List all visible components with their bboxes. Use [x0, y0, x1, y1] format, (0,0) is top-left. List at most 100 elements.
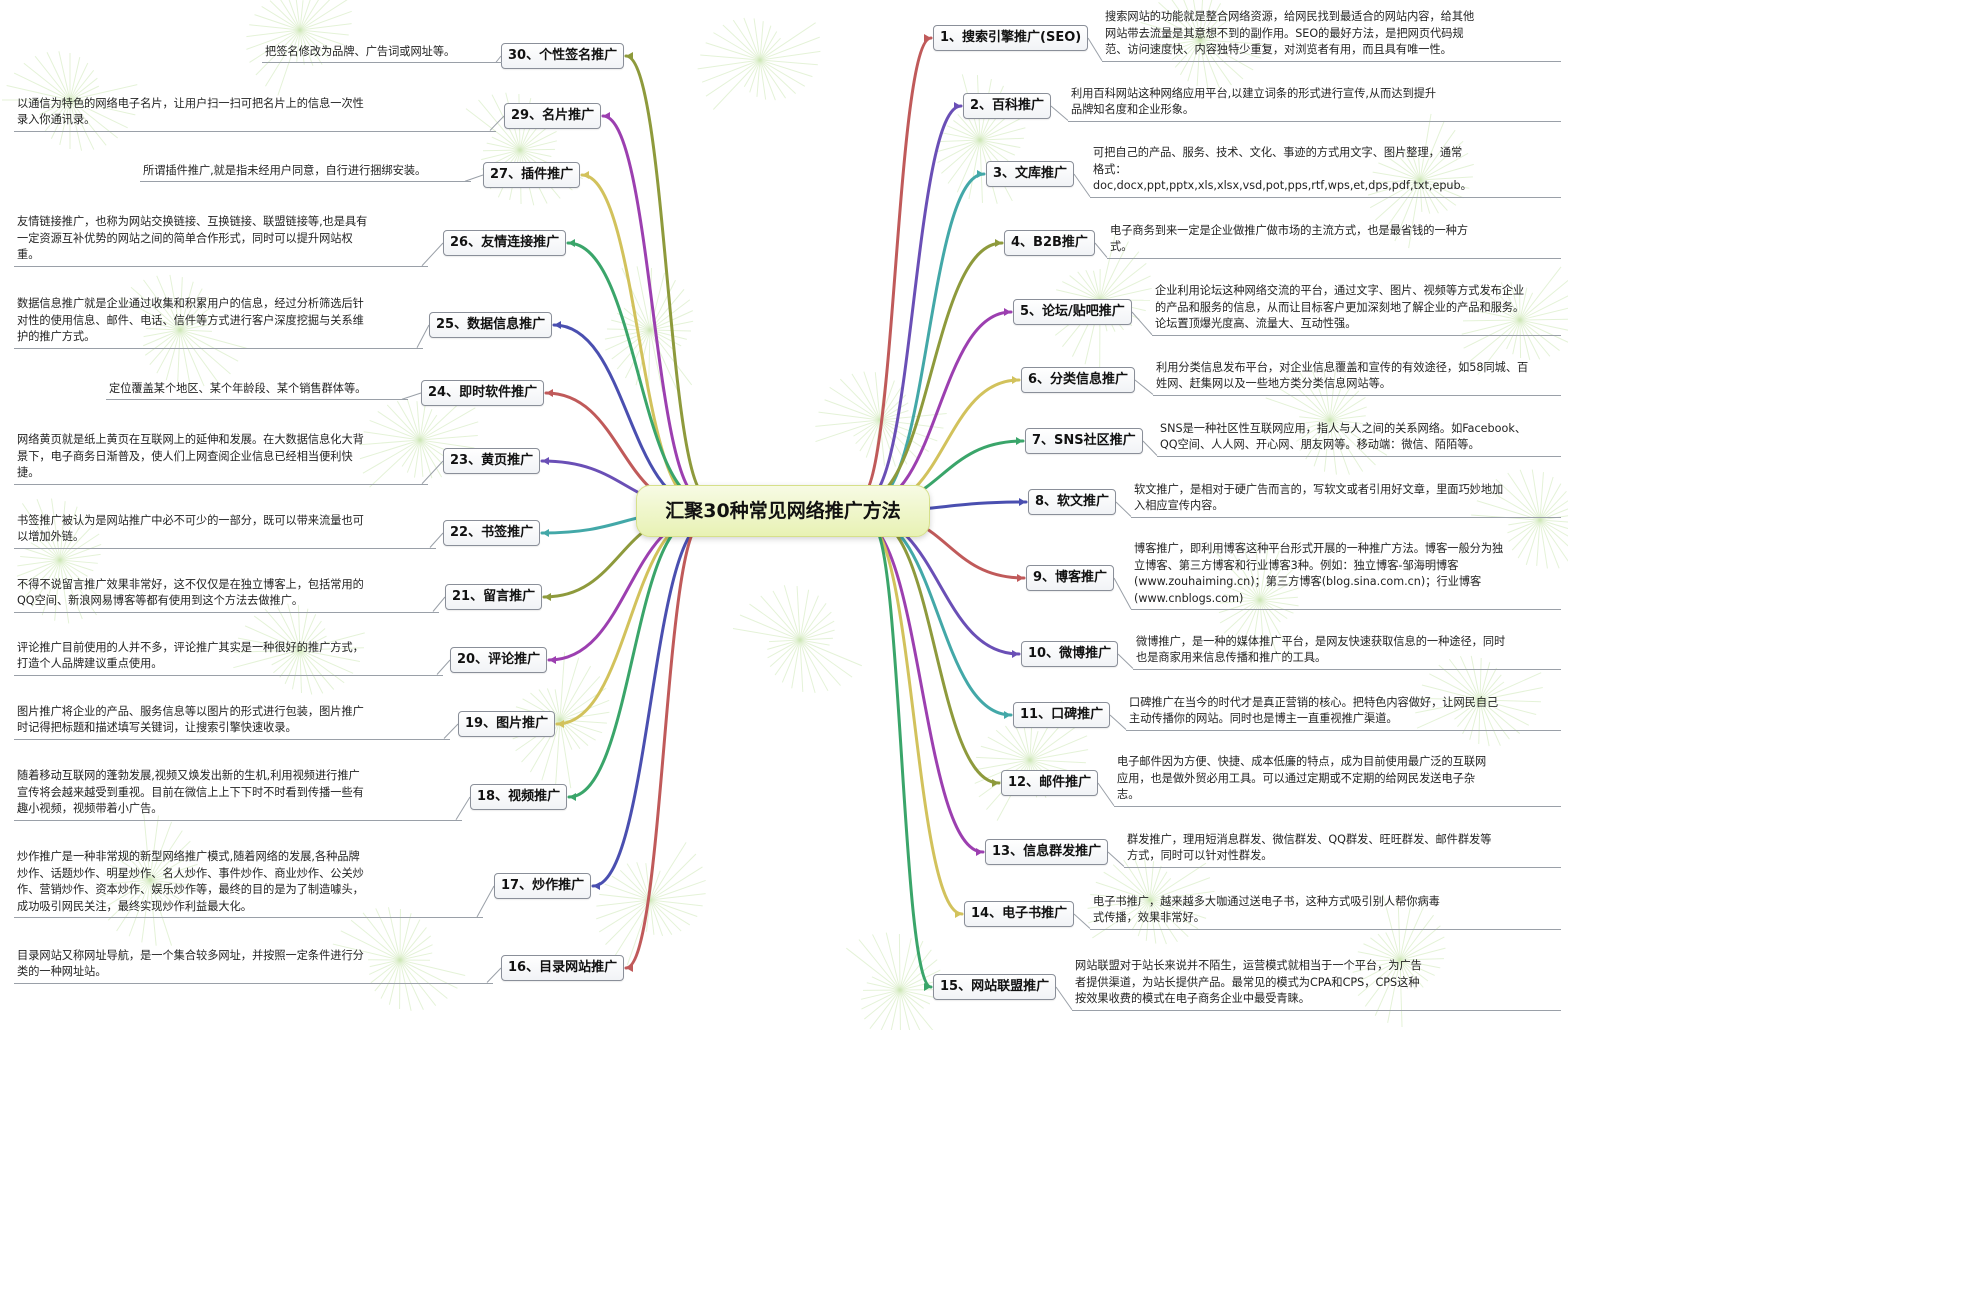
branch-node-left[interactable]: 18、视频推广	[470, 784, 568, 810]
connector-arrowhead	[544, 593, 551, 601]
connector-arrowhead	[546, 389, 553, 397]
branch-node-left[interactable]: 22、书签推广	[443, 520, 541, 546]
burst-decoration	[16, 498, 111, 624]
note-line: 电子邮件因为方便、快捷、成本低廉的特点，成为目前使用最广泛的互联网	[1117, 755, 1487, 769]
note-connector	[1055, 986, 1073, 1011]
branch-note-left: 图片推广将企业的产品、服务信息等以图片的形式进行包装，图片推广时记得把标题和描述…	[14, 704, 450, 740]
note-line: 景下，电子商务日渐普及，使人们上网查阅企业信息已经相当便利快	[17, 449, 353, 463]
branch-node-left[interactable]: 23、黄页推广	[443, 448, 541, 474]
note-line: 不得不说留言推广效果非常好，这不仅仅是在独立博客上，包括常用的	[17, 577, 364, 591]
branch-node-right[interactable]: 13、信息群发推广	[985, 839, 1109, 865]
central-topic[interactable]: 汇聚30种常见网络推广方法	[636, 485, 930, 537]
connector-arrowhead	[976, 848, 983, 856]
note-line: 评论推广目前使用的人并不多，评论推广其实是一种很好的推广方式，	[17, 640, 364, 654]
note-line: 的产品和服务的信息，从而让目标客户更加深刻地了解企业的产品和服务。	[1155, 300, 1525, 314]
branch-node-right[interactable]: 9、博客推广	[1026, 565, 1115, 591]
note-line: 时记得把标题和描述填写关键词，让搜索引擎快速收录。	[17, 721, 297, 734]
note-connector	[1073, 173, 1091, 198]
note-connector	[1107, 851, 1125, 867]
branch-node-right[interactable]: 4、B2B推广	[1004, 230, 1095, 256]
connector-arrowhead	[1004, 711, 1011, 719]
note-line: 目录网站又称网址导航，是一个集合较多网址，并按照一定条件进行分	[17, 948, 364, 962]
connector-arrowhead	[924, 983, 931, 991]
branch-node-left[interactable]: 24、即时软件推广	[421, 380, 545, 406]
branch-note-right: 微博推广，是一种的媒体推广平台，是网友快速获取信息的一种途径，同时也是商家用来信…	[1133, 634, 1561, 670]
connector-arrowhead	[1019, 498, 1026, 506]
branch-node-right[interactable]: 3、文库推广	[986, 161, 1075, 187]
note-connector	[421, 460, 444, 485]
branch-connector-left	[624, 521, 704, 970]
burst-decoration	[936, 74, 1026, 204]
note-line: 按效果收费的模式在电子商务企业中最受青睐。	[1075, 992, 1310, 1006]
note-connector	[401, 392, 422, 400]
note-line: 软文推广，是相对于硬广告而言的，写软文或者引用好文章，里面巧妙地加	[1134, 482, 1504, 496]
burst-decoration	[1415, 655, 1543, 747]
mind-map: 汇聚30种常见网络推广方法 1、搜索引擎推广(SEO) 搜索网站的功能就是整合网络…	[2, 0, 1568, 1030]
branch-node-right[interactable]: 12、邮件推广	[1001, 770, 1099, 796]
connector-arrowhead	[1012, 376, 1019, 384]
branch-note-right: 利用百科网站这种网络应用平台,以建立词条的形式进行宣传,从而达到提升品牌知名度和…	[1068, 86, 1561, 122]
connector-arrowhead	[626, 52, 633, 60]
branch-node-right[interactable]: 15、网站联盟推广	[933, 974, 1057, 1000]
note-line: 对性的使用信息、邮件、电话、信件等方式进行客户深度挖掘与关系维	[17, 313, 364, 327]
note-connector	[464, 174, 484, 182]
connector-arrowhead	[557, 720, 564, 728]
branch-note-right: 搜索网站的功能就是整合网络资源，给网民找到最适合的网站内容，给其他网站带去流量是…	[1102, 9, 1561, 62]
branch-node-left[interactable]: 27、插件推广	[483, 162, 581, 188]
note-connector	[1097, 782, 1115, 807]
branch-note-left: 炒作推广是一种非常规的新型网络推广模式,随着网络的发展,各种品牌炒作、话题炒作、…	[14, 849, 483, 918]
note-line: 炒作、话题炒作、明星炒作、名人炒作、事件炒作、商业炒作、公关炒	[17, 866, 364, 880]
burst-decoration	[2, 51, 138, 151]
branch-node-left[interactable]: 19、图片推广	[458, 711, 556, 737]
branch-node-right[interactable]: 11、口碑推广	[1013, 702, 1111, 728]
branch-node-left[interactable]: 20、评论推广	[450, 647, 548, 673]
connector-arrowhead	[549, 656, 556, 664]
branch-note-right: 企业利用论坛这种网络交流的平台，通过文字、图片、视频等方式发布企业的产品和服务的…	[1152, 283, 1561, 336]
burst-decoration	[846, 932, 941, 1030]
branch-node-right[interactable]: 6、分类信息推广	[1021, 367, 1136, 393]
branch-connector-right	[870, 523, 933, 989]
branch-node-left[interactable]: 21、留言推广	[445, 584, 543, 610]
branch-node-right[interactable]: 8、软文推广	[1028, 489, 1117, 515]
branch-note-right: 网站联盟对于站长来说并不陌生，运营模式就相当于一个平台，为广告者提供渠道，为站长…	[1072, 958, 1561, 1011]
note-line: 格式：	[1093, 162, 1127, 176]
connector-arrowhead	[593, 882, 600, 890]
note-line: 式。	[1110, 240, 1133, 253]
note-line: QQ空间、新浪网易博客等都有使用到这个方法去做推广。	[17, 594, 304, 607]
branch-node-right[interactable]: 7、SNS社区推广	[1025, 428, 1143, 454]
branch-note-right: 博客推广，即利用博客这种平台形式开展的一种推广方法。博客一般分为独立博客、第三方…	[1131, 541, 1561, 610]
branch-node-right[interactable]: 1、搜索引擎推广(SEO)	[933, 25, 1089, 51]
burst-decoration	[332, 907, 466, 1011]
branch-note-right: 软文推广，是相对于硬广告而言的，写软文或者引用好文章，里面巧妙地加入相应宣传内容…	[1131, 482, 1561, 518]
note-line: 主动传播你的网站。同时也是博主一直重视推广渠道。	[1129, 712, 1398, 725]
branch-node-left[interactable]: 26、友情连接推广	[443, 230, 567, 256]
branch-node-right[interactable]: 2、百科推广	[963, 93, 1052, 119]
branch-node-right[interactable]: 10、微博推广	[1021, 641, 1119, 667]
note-line: 把签名修改为品牌、广告词或网址等。	[265, 44, 456, 58]
burst-decoration	[359, 393, 479, 488]
branch-node-left[interactable]: 25、数据信息推广	[429, 312, 553, 338]
branch-node-left[interactable]: 16、目录网站推广	[501, 955, 625, 981]
note-line: (www.zouhaiming.cn)；第三方博客(blog.sina.com.…	[1134, 575, 1482, 588]
note-line: 入相应宣传内容。	[1134, 499, 1224, 512]
note-line: 式传播，效果非常好。	[1093, 911, 1205, 924]
branch-connector-left	[555, 515, 704, 726]
branch-note-right: 可把自己的产品、服务、技术、文化、事迹的方式用文字、图片整理，通常格式：doc,…	[1090, 145, 1561, 198]
burst-decoration	[1132, 0, 1267, 89]
note-connector	[1117, 653, 1134, 669]
connector-arrowhead	[924, 34, 931, 42]
note-connector	[1131, 311, 1153, 336]
branch-node-right[interactable]: 5、论坛/贴吧推广	[1013, 299, 1132, 325]
note-connector	[455, 796, 471, 821]
note-line: 品牌知名度和企业形象。	[1071, 103, 1195, 116]
branch-node-right[interactable]: 14、电子书推广	[964, 901, 1075, 927]
connector-arrowhead	[554, 321, 561, 329]
burst-decoration	[1265, 367, 1388, 475]
branch-note-left: 把签名修改为品牌、广告词或网址等。	[262, 44, 502, 64]
branch-node-left[interactable]: 17、炒作推广	[494, 873, 592, 899]
branch-node-left[interactable]: 29、名片推广	[504, 103, 602, 129]
burst-decoration	[246, 0, 352, 96]
branch-node-left[interactable]: 30、个性签名推广	[501, 43, 625, 69]
note-line: 网站带去流量是其意想不到的副作用。SEO的最好方法，是把网页代码规	[1105, 26, 1464, 40]
connector-arrowhead	[542, 457, 549, 465]
